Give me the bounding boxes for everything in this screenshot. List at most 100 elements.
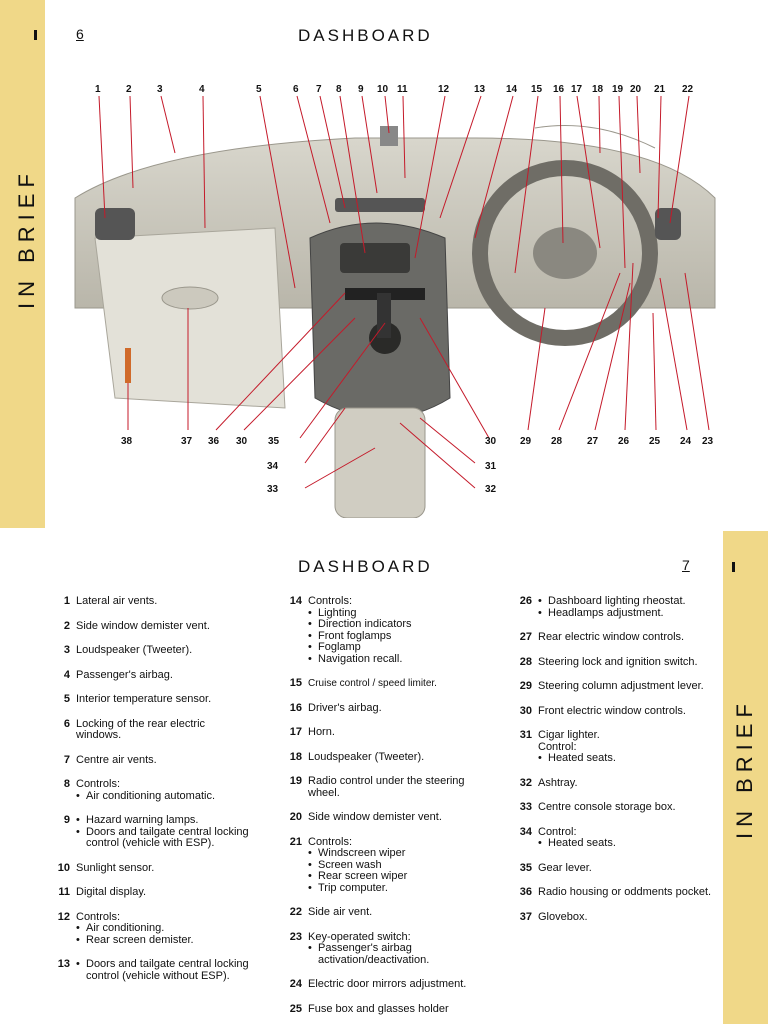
legend-item: 13Doors and tailgate central locking con…	[48, 958, 253, 982]
callout-label: 34	[267, 461, 279, 472]
callout-label: 6	[293, 84, 299, 95]
callout-label: 9	[358, 84, 364, 95]
callout-label: 17	[571, 84, 583, 95]
callout-label: 4	[199, 84, 205, 95]
legend-sub: Rear screen wiper	[308, 870, 485, 883]
callout-label: 33	[267, 484, 279, 495]
legend-text: Control:	[538, 825, 577, 838]
legend-sub: Air conditioning.	[76, 922, 253, 935]
legend-item: 26Dashboard lighting rheostat.Headlamps …	[510, 595, 715, 619]
callout-label: 18	[592, 84, 604, 95]
legend-text: Radio housing or oddments pocket.	[538, 886, 712, 898]
callout-label: 22	[682, 84, 694, 95]
legend-sub: Lighting	[308, 607, 485, 620]
legend-text: Centre console storage box.	[538, 801, 676, 813]
tab-marker	[34, 30, 37, 40]
legend-item: 22 Side air vent.	[280, 906, 485, 919]
callout-label: 35	[268, 436, 280, 447]
legend-number: 30	[519, 704, 532, 717]
legend-number: 24	[289, 978, 302, 990]
legend-text: Lateral air vents.	[76, 595, 158, 607]
legend-number: 32	[519, 776, 532, 789]
callout-label: 3	[157, 84, 163, 95]
page-number-right: 7	[682, 557, 690, 573]
legend-text: Passenger's airbag.	[76, 668, 173, 681]
callout-label: 30	[485, 436, 497, 447]
legend-sub: Windscreen wiper	[308, 847, 485, 860]
callout-label: 29	[520, 436, 532, 447]
callout-labels-bottom: 38 37 36 30 35 30 29 28 27 26 25 24 23	[121, 436, 714, 447]
legend-sub: Dashboard lighting rheostat.	[538, 595, 715, 608]
callout-label: 26	[618, 436, 630, 447]
callout-label: 13	[474, 84, 486, 95]
callout-label: 32	[485, 484, 497, 495]
legend-number: 13	[57, 958, 70, 970]
callout-label: 30	[236, 436, 248, 447]
legend-number: 17	[289, 726, 302, 738]
legend-text: Controls:	[76, 910, 121, 923]
section-tab-left: IN BRIEF	[0, 0, 45, 528]
dashboard-illustration: 1 2 3 4 5 6 7 8 9 10 11 12 13 14 15 16 1…	[55, 78, 727, 519]
callout-label: 10	[377, 84, 389, 95]
legend-number: 11	[58, 886, 70, 898]
legend-sub: Navigation recall.	[308, 653, 485, 666]
callout-label: 19	[612, 84, 624, 95]
legend-number: 9	[63, 814, 70, 826]
legend-text: Steering lock and ignition switch.	[538, 655, 698, 668]
legend-column-3: 26Dashboard lighting rheostat.Headlamps …	[510, 595, 715, 936]
callout-label: 25	[649, 436, 661, 447]
legend-text: Driver's airbag.	[308, 701, 382, 714]
legend-item: 11 Digital display.	[48, 886, 253, 899]
legend-text: Controls:	[308, 835, 353, 848]
callout-label: 24	[680, 436, 692, 447]
legend-number: 7	[63, 753, 70, 766]
callout-label: 12	[438, 84, 450, 95]
legend-number: 27	[519, 631, 532, 643]
legend-number: 36	[519, 886, 532, 898]
legend-text: Digital display.	[76, 886, 147, 898]
legend-number: 34	[519, 825, 532, 838]
dashboard-drawing: 1 2 3 4 5 6 7 8 9 10 11 12 13 14 15 16 1…	[55, 84, 727, 519]
legend-number: 14	[289, 595, 302, 607]
legend-sub: Air conditioning automatic.	[76, 790, 253, 803]
legend-text: Controls:	[76, 778, 121, 790]
legend-text: Control:	[538, 740, 577, 753]
callout-label: 15	[531, 84, 543, 95]
callout-label: 37	[181, 436, 193, 447]
legend-number: 19	[289, 775, 302, 787]
callout-label: 5	[256, 84, 262, 95]
legend-sub: Passenger's airbag activation/deactivati…	[308, 942, 485, 966]
legend-number: 16	[289, 701, 302, 714]
legend-number: 22	[289, 906, 302, 918]
legend-number: 10	[57, 861, 70, 874]
legend-number: 35	[519, 861, 532, 874]
legend-sub: Hazard warning lamps.	[76, 814, 253, 827]
callout-label: 2	[126, 84, 132, 95]
legend-text: Steering column adjustment lever.	[538, 680, 704, 692]
legend-sub: Direction indicators	[308, 618, 485, 631]
callout-label: 20	[630, 84, 642, 95]
legend-text: Side air vent.	[308, 906, 373, 918]
legend-text: Horn.	[308, 726, 335, 738]
tab-marker	[732, 562, 735, 572]
legend-text: Front electric window controls.	[538, 704, 686, 717]
legend-number: 33	[519, 801, 532, 813]
legend-item: 16 Driver's airbag.	[280, 701, 485, 715]
legend-text: Glovebox.	[538, 910, 588, 923]
legend-item: 36 Radio housing or oddments pocket.	[510, 886, 715, 899]
callout-label: 36	[208, 436, 220, 447]
